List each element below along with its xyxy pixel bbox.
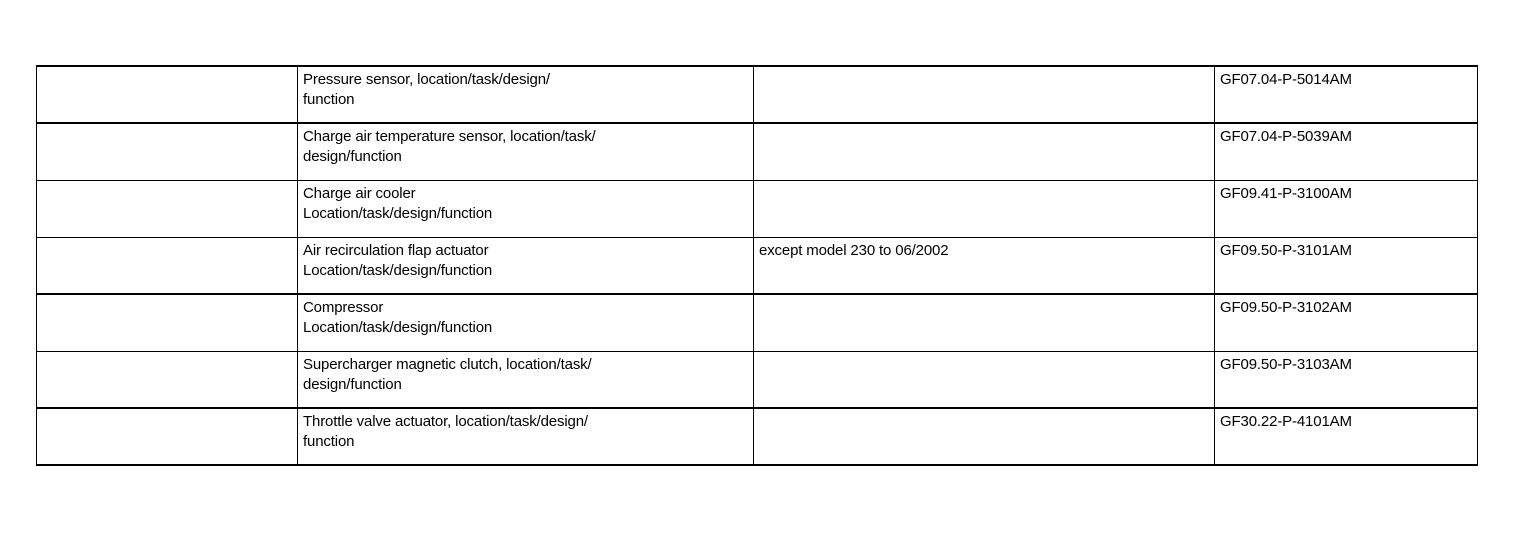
table-row: Air recirculation flap actuator Location…: [36, 236, 1478, 295]
cell-description: Compressor Location/task/design/function: [297, 293, 754, 352]
cell-document-code: GF09.50-P-3102AM: [1214, 293, 1478, 352]
cell-item: [36, 293, 298, 352]
cell-condition: [753, 65, 1215, 124]
cell-description: Supercharger magnetic clutch, location/t…: [297, 350, 754, 409]
cell-document-code: GF30.22-P-4101AM: [1214, 407, 1478, 466]
cell-document-code: GF09.50-P-3101AM: [1214, 236, 1478, 295]
cell-description: Air recirculation flap actuator Location…: [297, 236, 754, 295]
table-row: Pressure sensor, location/task/design/ f…: [36, 65, 1478, 124]
cell-item: [36, 407, 298, 466]
cell-item: [36, 179, 298, 238]
cell-document-code: GF07.04-P-5039AM: [1214, 122, 1478, 181]
table-row: Compressor Location/task/design/function…: [36, 293, 1478, 352]
cell-description: Pressure sensor, location/task/design/ f…: [297, 65, 754, 124]
cell-item: [36, 236, 298, 295]
cell-condition: [753, 122, 1215, 181]
table-row: Charge air cooler Location/task/design/f…: [36, 179, 1478, 238]
cell-item: [36, 122, 298, 181]
cell-document-code: GF09.50-P-3103AM: [1214, 350, 1478, 409]
cell-condition: [753, 407, 1215, 466]
table-row: Throttle valve actuator, location/task/d…: [36, 407, 1478, 466]
cell-condition: [753, 350, 1215, 409]
cell-description: Charge air cooler Location/task/design/f…: [297, 179, 754, 238]
cell-description: Throttle valve actuator, location/task/d…: [297, 407, 754, 466]
table-row: Supercharger magnetic clutch, location/t…: [36, 350, 1478, 409]
cell-item: [36, 350, 298, 409]
cell-document-code: GF07.04-P-5014AM: [1214, 65, 1478, 124]
cell-condition: [753, 179, 1215, 238]
cell-description: Charge air temperature sensor, location/…: [297, 122, 754, 181]
table-row: Charge air temperature sensor, location/…: [36, 122, 1478, 181]
cell-item: [36, 65, 298, 124]
table-body: Pressure sensor, location/task/design/ f…: [36, 65, 1478, 466]
service-reference-table: Pressure sensor, location/task/design/ f…: [36, 65, 1478, 466]
cell-condition: [753, 293, 1215, 352]
cell-condition: except model 230 to 06/2002: [753, 236, 1215, 295]
cell-document-code: GF09.41-P-3100AM: [1214, 179, 1478, 238]
